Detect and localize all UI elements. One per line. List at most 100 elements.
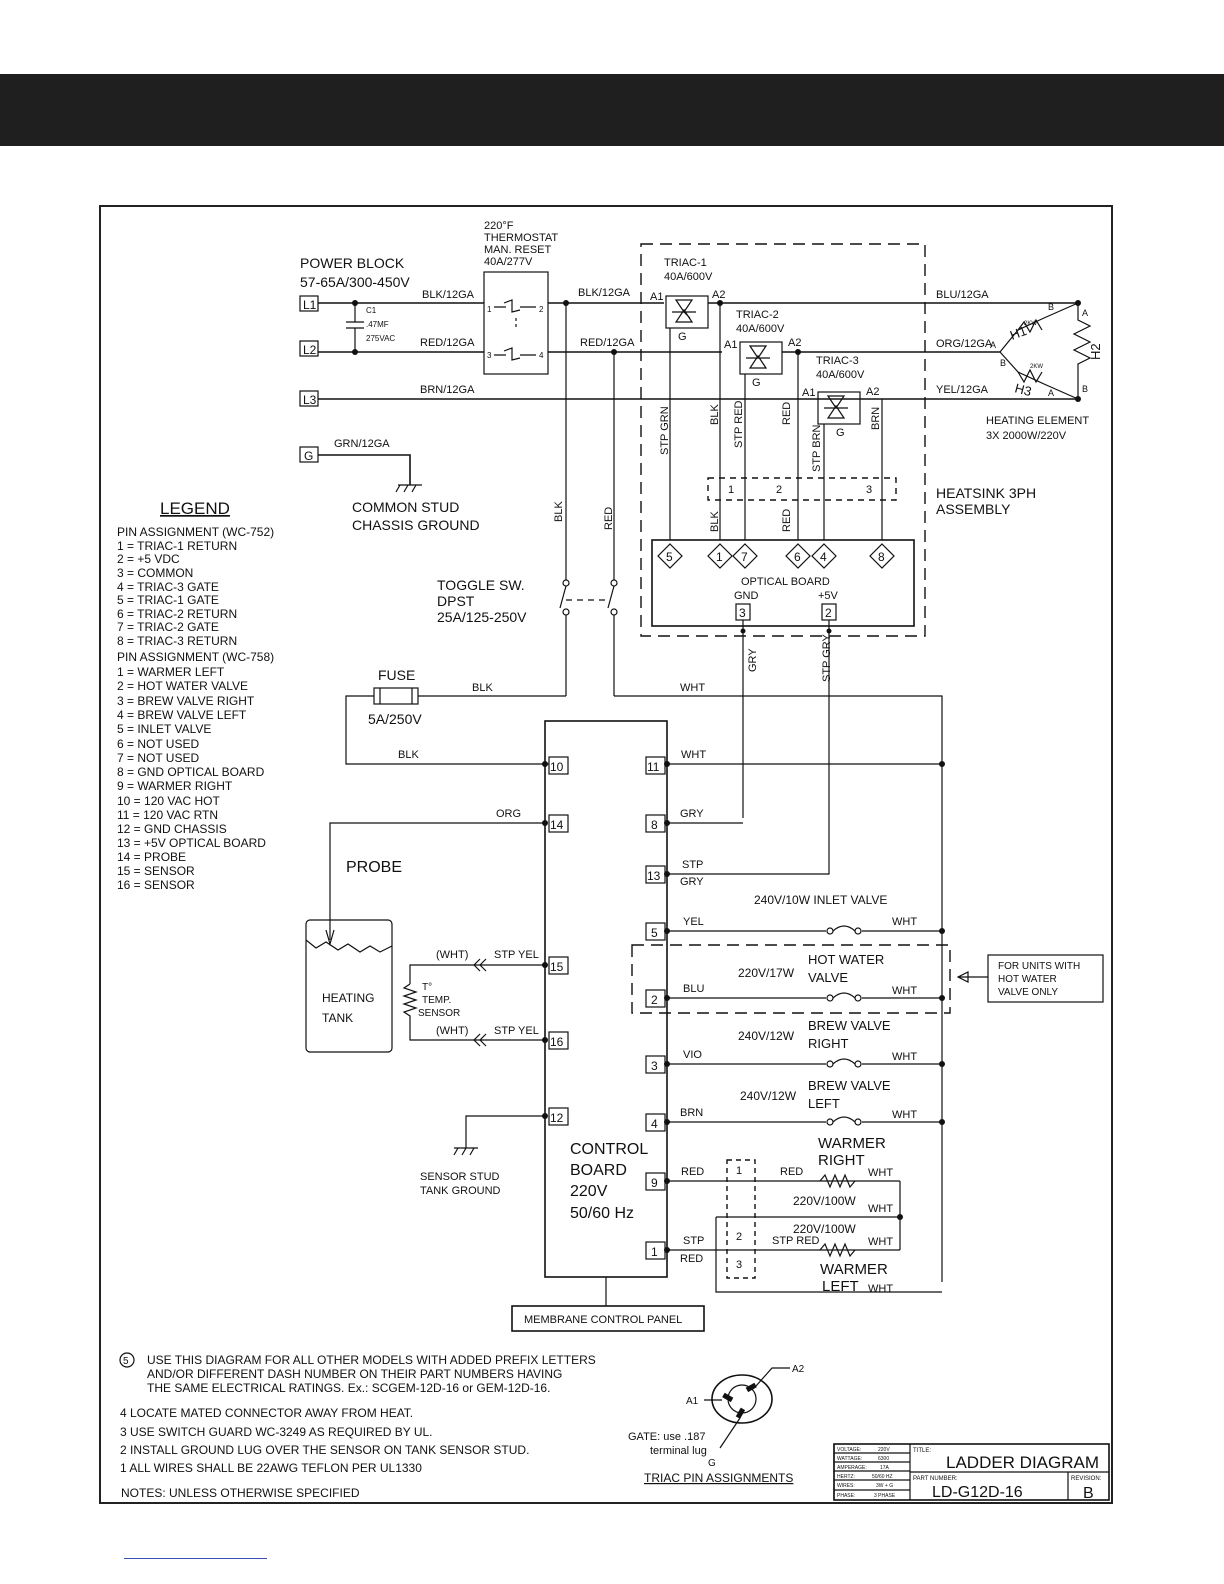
- ground-label-2: CHASSIS GROUND: [352, 517, 480, 533]
- diagram-label: A2: [866, 386, 879, 398]
- diagram-label: 1: [651, 1245, 658, 1259]
- fuse-title: FUSE: [378, 667, 415, 683]
- diagram-label: 5 = TRIAC-1 GATE: [117, 593, 219, 607]
- diagram-label: 3: [739, 606, 746, 620]
- cap-voltage: 275VAC: [366, 334, 395, 343]
- diagram-label: 9: [651, 1176, 658, 1190]
- diagram-label: HERTZ:: [837, 1474, 855, 1480]
- diagram-label: WHT: [892, 985, 917, 997]
- diagram-label: 4 = TRIAC-3 GATE: [117, 580, 219, 594]
- diagram-label: 14: [550, 818, 564, 832]
- diagram-label: H2: [1088, 343, 1103, 360]
- cb-left-pins: 10 14 15 16 12: [548, 756, 569, 1126]
- diagram-label: 7: [741, 550, 748, 564]
- diagram-label: 7 = NOT USED: [117, 751, 199, 765]
- ground-label-1: COMMON STUD: [352, 499, 459, 515]
- wire-yel12: YEL/12GA: [936, 384, 989, 396]
- diagram-label: BLK: [398, 749, 419, 761]
- diagram-label: A1: [802, 387, 815, 399]
- diagram-label: 16: [550, 1035, 564, 1049]
- diagram-label: B: [1082, 384, 1088, 394]
- diagram-label: FOR UNITS WITH: [998, 961, 1080, 972]
- cap-name: C1: [366, 306, 377, 315]
- diagram-label: ORG: [496, 808, 521, 820]
- vl-blk: BLK: [709, 404, 721, 425]
- diagram-title: LADDER DIAGRAM: [946, 1453, 1099, 1472]
- wire-red12: RED/12GA: [420, 337, 475, 349]
- diagram-label: 4 LOCATE MATED CONNECTOR AWAY FROM HEAT.: [120, 1406, 413, 1420]
- diagram-label: PART NUMBER:: [913, 1476, 958, 1482]
- optical-board: [651, 539, 915, 627]
- diagram-label: RIGHT: [808, 1036, 849, 1051]
- terminal-g: G: [299, 446, 319, 463]
- hot-water-region: [631, 944, 951, 1014]
- diagram-label: HEATING: [322, 991, 374, 1005]
- diagram-label: LEFT: [808, 1096, 840, 1111]
- heating-element-rating: 3X 2000W/220V: [986, 430, 1067, 442]
- notes: 5 USE THIS DIAGRAM FOR ALL OTHER MODELS …: [119, 1352, 596, 1500]
- diagram-label: 1: [736, 1165, 742, 1177]
- diagram-label: 220V/100W: [793, 1222, 856, 1236]
- diagram-label: WHT: [892, 1051, 917, 1063]
- diagram-label: 12: [550, 1111, 564, 1125]
- vl-brn: BRN: [870, 407, 882, 430]
- diagram-label: TITLE:: [913, 1448, 931, 1454]
- thermostat-reset: MAN. RESET: [484, 244, 552, 256]
- diagram-label: 50/60 HZ: [872, 1474, 893, 1480]
- diagram-label: 8: [878, 550, 885, 564]
- diagram-label: A1: [724, 339, 737, 351]
- diagram-label: THE SAME ELECTRICAL RATINGS. Ex.: SCGEM-…: [147, 1381, 550, 1395]
- diagram-label: A2: [788, 337, 801, 349]
- hot-water-note: [987, 954, 1104, 1003]
- diagram-label: 6 = NOT USED: [117, 737, 199, 751]
- diagram-label: STP: [682, 859, 703, 871]
- probe-title: PROBE: [346, 859, 402, 876]
- diagram-label: AMPERAGE:: [837, 1465, 867, 1471]
- legend-group2: 1 = WARMER LEFT 2 = HOT WATER VALVE 3 = …: [117, 665, 266, 892]
- diagram-label: STP YEL: [494, 1025, 539, 1037]
- inlet-valve-rating: 240V/10W INLET VALVE: [754, 893, 887, 907]
- inlet-valve-icon: [826, 925, 862, 937]
- heatsink-label-2: ASSEMBLY: [936, 501, 1011, 517]
- diagram-label: 3W + G: [876, 1483, 893, 1489]
- vl-blk2: BLK: [709, 511, 721, 532]
- diagram-label: SENSOR: [418, 1008, 460, 1019]
- diagram-label: 8: [651, 818, 658, 832]
- diagram-label: 1: [487, 305, 492, 314]
- diagram-label: BLK: [472, 682, 493, 694]
- temp-sensor-resistor: [402, 983, 418, 1022]
- triac1-name: TRIAC-1: [664, 257, 707, 269]
- diagram-label: WHT: [892, 1109, 917, 1121]
- diagram-label: 11 = 120 VAC RTN: [117, 808, 218, 822]
- diagram-label: 13 = +5V OPTICAL BOARD: [117, 836, 266, 850]
- diagram-label: YEL: [683, 916, 704, 928]
- header-bar: [0, 74, 1224, 146]
- diagram-label: WHT: [868, 1203, 893, 1215]
- chassis-ground-icon: [395, 484, 422, 493]
- diagram-label: 14 = PROBE: [117, 850, 186, 864]
- diagram-label: 220V/100W: [793, 1194, 856, 1208]
- diagram-label: 2: [825, 606, 832, 620]
- diagram-label: A: [1048, 388, 1054, 398]
- vl-stp-gry: STP GRY: [821, 633, 833, 682]
- diagram-label: 7 = TRIAC-2 GATE: [117, 620, 219, 634]
- diagram-label: BRN: [680, 1107, 703, 1119]
- wire-blu12: BLU/12GA: [936, 289, 989, 301]
- diagram-label: RIGHT: [818, 1152, 865, 1169]
- diagram-label: 8 = TRIAC-3 RETURN: [117, 634, 237, 648]
- diagram-label: 10: [550, 760, 564, 774]
- revision: B: [1083, 1485, 1094, 1502]
- thermostat-name: THERMOSTAT: [484, 232, 558, 244]
- diagram-label: STP YEL: [494, 949, 539, 961]
- diagram-label: 12 = GND CHASSIS: [117, 822, 227, 836]
- diagram-label: 11: [647, 760, 660, 774]
- diagram-label: 4: [651, 1117, 658, 1131]
- diagram-label: 4 = BREW VALVE LEFT: [117, 708, 247, 722]
- diagram-label: 2KW: [1024, 321, 1037, 327]
- diagram-label: TEMP.: [422, 995, 451, 1006]
- diagram-label: TANK: [322, 1011, 353, 1025]
- diagram-label: 2 INSTALL GROUND LUG OVER THE SENSOR ON …: [120, 1443, 529, 1457]
- diagram-label: (WHT): [436, 949, 468, 961]
- diagram-label: 1: [728, 484, 734, 496]
